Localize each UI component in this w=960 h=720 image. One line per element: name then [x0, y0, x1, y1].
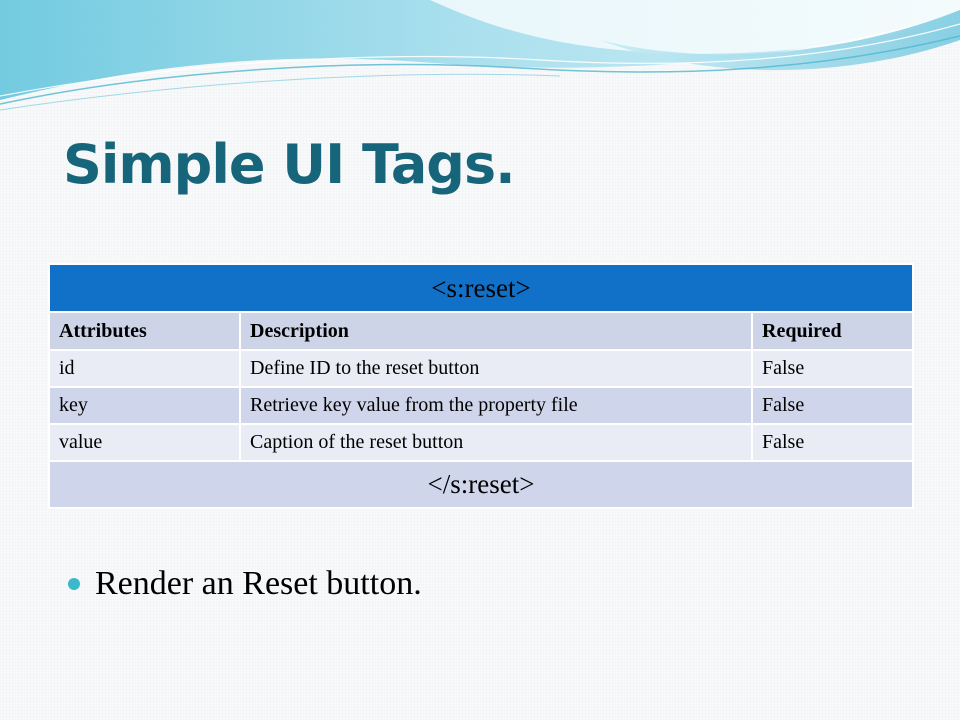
- bullet-text: Render an Reset button.: [95, 565, 422, 602]
- close-tag-footer: </s:reset>: [48, 460, 914, 509]
- table-row: key Retrieve key value from the property…: [48, 386, 914, 425]
- cell-required: False: [751, 386, 914, 425]
- bullet-dot-icon: [68, 578, 80, 590]
- cell-attribute: value: [48, 423, 241, 462]
- table-footer-row: </s:reset>: [48, 460, 914, 509]
- cell-description: Caption of the reset button: [239, 423, 753, 462]
- slide-title: Simple UI Tags.: [63, 133, 516, 196]
- column-header-row: Attributes Description Required: [48, 311, 914, 351]
- column-header-description: Description: [239, 311, 753, 351]
- column-header-attributes: Attributes: [48, 311, 241, 351]
- bullet-item: Render an Reset button.: [68, 565, 422, 603]
- attributes-table: <s:reset> Attributes Description Require…: [48, 263, 914, 509]
- cell-attribute: key: [48, 386, 241, 425]
- table-row: id Define ID to the reset button False: [48, 349, 914, 388]
- column-header-required: Required: [751, 311, 914, 351]
- header-wave-decoration: [0, 0, 960, 111]
- table-row: value Caption of the reset button False: [48, 423, 914, 462]
- cell-required: False: [751, 423, 914, 462]
- cell-description: Retrieve key value from the property fil…: [239, 386, 753, 425]
- table-header-row: <s:reset>: [48, 263, 914, 313]
- open-tag-header: <s:reset>: [48, 263, 914, 313]
- cell-description: Define ID to the reset button: [239, 349, 753, 388]
- cell-attribute: id: [48, 349, 241, 388]
- cell-required: False: [751, 349, 914, 388]
